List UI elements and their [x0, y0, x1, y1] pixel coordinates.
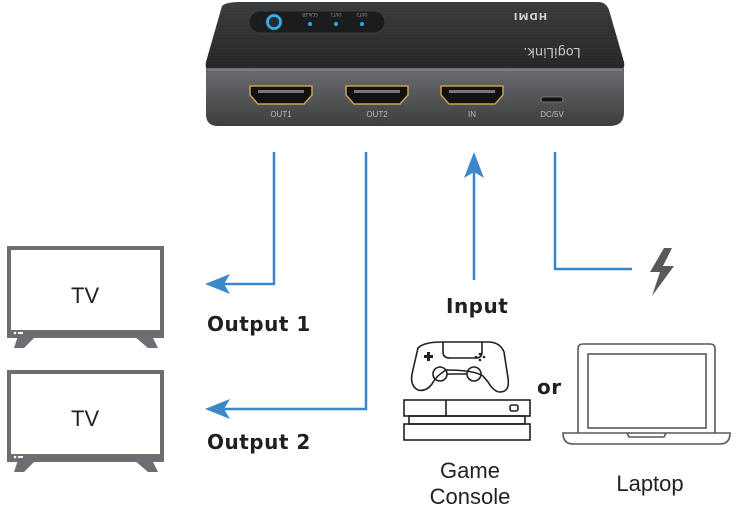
power-line [553, 152, 632, 271]
port-label-out1: OUT1 [270, 110, 292, 119]
tv-2 [7, 370, 164, 472]
output2-line [222, 152, 368, 411]
hdmi-port-out1 [249, 85, 313, 105]
output2-arrowhead [205, 399, 230, 419]
game-console-label: Game Console [410, 458, 530, 510]
game-console-label-line2: Console [429, 484, 511, 509]
led-scaler [308, 22, 312, 26]
output2-label: Output 2 [207, 430, 311, 454]
input-label: Input [446, 294, 509, 318]
led-label-out1: OUT1 [330, 12, 342, 17]
hdmi-badge: HDMI [512, 10, 548, 21]
led-label-out2: OUT2 [356, 12, 368, 17]
port-label-out2: OUT2 [366, 110, 388, 119]
face-buttons [474, 352, 486, 362]
led-label-scaler: SCALER [302, 12, 318, 17]
game-console-icon [403, 399, 531, 441]
input-arrowhead [464, 152, 484, 178]
control-panel [248, 10, 386, 34]
hdmi-splitter-device [205, 2, 625, 126]
led-out1 [334, 22, 338, 26]
hdmi-port-in [440, 85, 504, 105]
led-out2 [360, 22, 364, 26]
tv-1 [7, 246, 164, 348]
dpad [424, 352, 433, 361]
output1-arrowhead [205, 274, 230, 294]
tv-1-label: TV [71, 283, 100, 308]
output1-label: Output 1 [207, 312, 311, 336]
laptop-label: Laptop [616, 471, 684, 496]
arrowheads [205, 152, 484, 419]
hdmi-port-out2 [345, 85, 409, 105]
laptop-icon [562, 343, 731, 445]
tv-2-label: TV [71, 406, 100, 431]
game-console-label-line1: Game [440, 458, 500, 483]
micro-usb-port-dc [540, 96, 564, 103]
brand-logo: LogiLink. [523, 44, 581, 59]
device-front [206, 68, 624, 126]
port-label-in: IN [468, 110, 476, 119]
lightning-bolt-icon [650, 248, 674, 296]
or-label: or [537, 375, 562, 399]
game-controller-icon [410, 341, 510, 393]
connection-lines [222, 152, 632, 411]
port-label-dc: DC/5V [540, 110, 564, 119]
output1-line [222, 152, 276, 286]
